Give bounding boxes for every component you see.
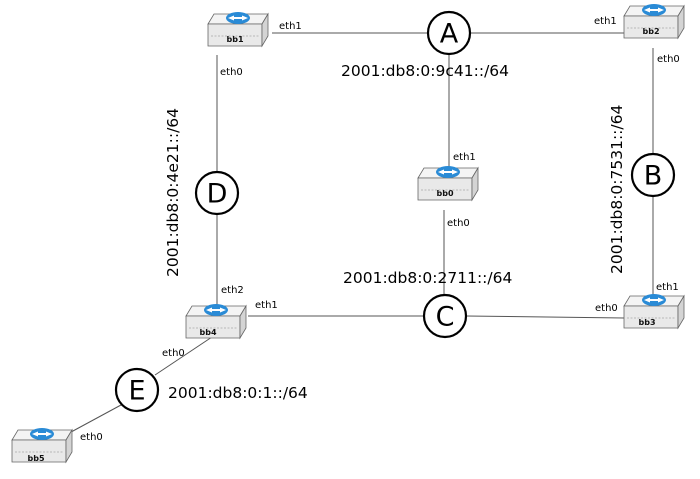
- iface-bb0-eth0: eth0: [447, 218, 470, 229]
- prefix-segment-B: 2001:db8:0:7531::/64: [608, 105, 626, 274]
- segment-D[interactable]: D: [194, 170, 240, 216]
- iface-bb1-eth0: eth0: [220, 67, 243, 78]
- segment-A[interactable]: A: [426, 10, 472, 56]
- iface-bb2-eth0: eth0: [657, 54, 680, 65]
- iface-bb4-eth1: eth1: [255, 300, 278, 311]
- segment-letter: E: [128, 376, 145, 407]
- router-label: bb0: [436, 189, 453, 198]
- links: [59, 32, 654, 439]
- router-bb4[interactable]: bb4: [185, 303, 247, 339]
- iface-bb4-eth2: eth2: [221, 285, 244, 296]
- router-bb5[interactable]: bb5: [11, 427, 73, 463]
- segment-circle: [114, 367, 160, 413]
- segment-letter: B: [644, 161, 663, 192]
- router-label: bb3: [638, 318, 655, 327]
- segment-circle: [630, 152, 676, 198]
- prefix-segment-E: 2001:db8:0:1::/64: [168, 384, 308, 402]
- iface-bb1-eth1: eth1: [279, 21, 302, 32]
- router-label: bb1: [226, 35, 243, 44]
- iface-bb5-eth0: eth0: [80, 432, 103, 443]
- iface-bb3-eth0: eth0: [595, 303, 618, 314]
- segment-circle: [426, 10, 472, 56]
- router-bb0[interactable]: bb0: [417, 165, 479, 201]
- prefix-segment-C: 2001:db8:0:2711::/64: [343, 269, 512, 287]
- prefix-segment-D: 2001:db8:0:4e21::/64: [164, 108, 182, 277]
- segment-circle: [194, 170, 240, 216]
- link-bb4-segE: [154, 336, 213, 376]
- router-bb2[interactable]: bb2: [623, 3, 685, 39]
- segment-circle: [422, 293, 468, 339]
- router-bb1[interactable]: bb1: [207, 11, 269, 47]
- iface-bb0-eth1: eth1: [453, 152, 476, 163]
- interface-labels: eth1 eth0 eth1 eth0 eth1 eth0 eth1 eth0 …: [80, 16, 680, 443]
- segment-letter: A: [440, 19, 459, 50]
- segment-E[interactable]: E: [114, 367, 160, 413]
- router-label: bb2: [642, 27, 659, 36]
- iface-bb4-eth0: eth0: [162, 348, 185, 359]
- segment-B[interactable]: B: [630, 152, 676, 198]
- link-segC-bb3: [465, 315, 625, 319]
- segment-letter: D: [207, 179, 228, 210]
- router-bb3[interactable]: bb3: [623, 293, 685, 329]
- segment-C[interactable]: C: [422, 293, 468, 339]
- segment-letter: C: [436, 302, 455, 333]
- prefix-labels: 2001:db8:0:9c41::/64 2001:db8:0:2711::/6…: [164, 62, 626, 402]
- router-label: bb5: [27, 454, 44, 463]
- prefix-segment-A: 2001:db8:0:9c41::/64: [341, 62, 509, 80]
- iface-bb2-eth1: eth1: [594, 16, 617, 27]
- router-label: bb4: [199, 328, 216, 337]
- iface-bb3-eth1: eth1: [656, 282, 679, 293]
